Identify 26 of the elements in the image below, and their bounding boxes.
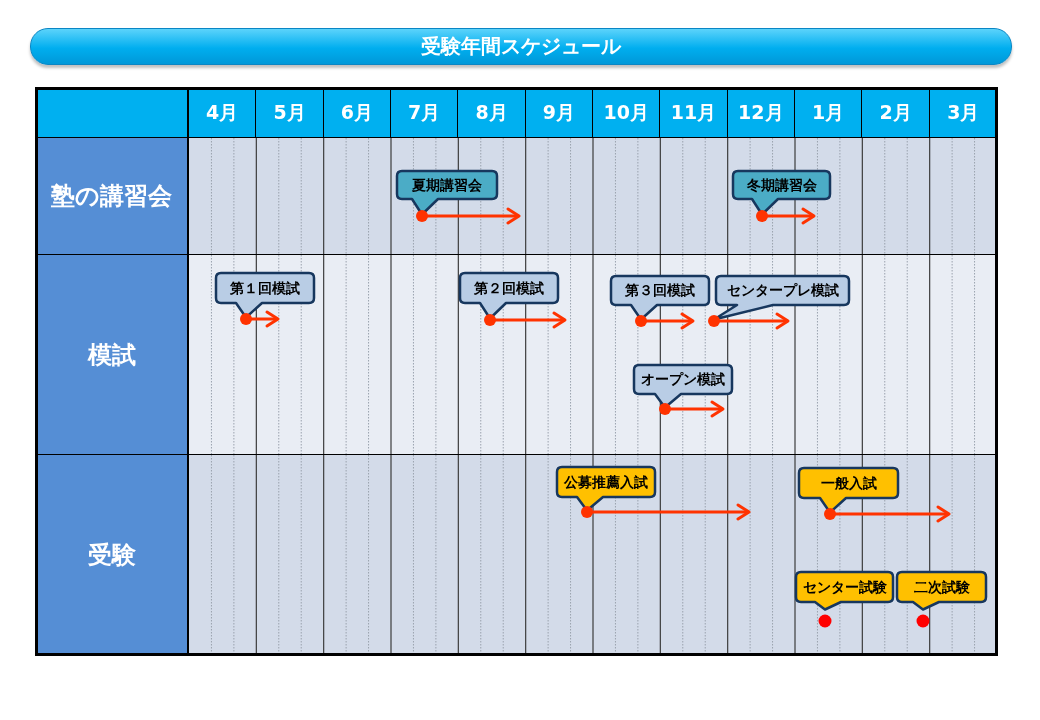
month-header-cell: 10月 (593, 88, 661, 137)
arrow (756, 207, 816, 225)
arrow (824, 505, 951, 523)
row-header-cell: 塾の講習会 (36, 137, 189, 254)
arrow (484, 311, 567, 329)
arrow (708, 312, 790, 330)
month-header-cell: 6月 (323, 88, 391, 137)
arrow (416, 207, 521, 225)
month-header-cell: 4月 (189, 88, 257, 137)
month-header-cell: 1月 (795, 88, 863, 137)
row-header-cell: 受験 (36, 454, 189, 655)
title-banner: 受験年間スケジュール (30, 28, 1012, 65)
month-header-cell: 11月 (660, 88, 728, 137)
month-header-cell: 12月 (727, 88, 795, 137)
month-header-cell: 9月 (525, 88, 593, 137)
row-header-cell: 模試 (36, 254, 189, 454)
month-header-cell: 2月 (862, 88, 930, 137)
arrow (240, 310, 280, 328)
month-header-cell: 3月 (929, 88, 997, 137)
month-header-cell: 7月 (391, 88, 459, 137)
arrow (635, 312, 695, 330)
arrow (581, 503, 751, 521)
month-header-cell: 8月 (458, 88, 526, 137)
callout-bubble: センタープレ模試 (712, 274, 851, 321)
arrow (659, 400, 725, 418)
month-header-cell: 5月 (256, 88, 324, 137)
